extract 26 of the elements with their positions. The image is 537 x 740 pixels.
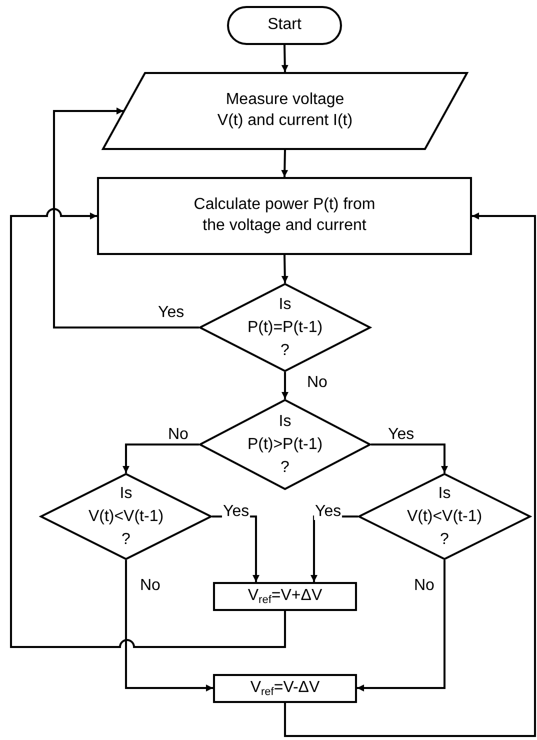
arrow (122, 444, 199, 473)
node-text: Start (268, 15, 302, 36)
arrow (371, 444, 448, 473)
arrow (281, 150, 288, 178)
arrow (10, 208, 286, 648)
node-text: Measure voltage V(t) and current I(t) (216, 90, 354, 131)
process-box (97, 177, 472, 255)
question-text: Is P(t)>P(t-1) ? (246, 412, 324, 478)
arrow (284, 212, 536, 737)
arrow (125, 560, 213, 692)
arrow (53, 108, 199, 328)
node-text: V$_{ref}$=V+ΔV (248, 586, 322, 607)
arrow (281, 44, 288, 72)
question-text: Is V(t)<V(t-1) ? (87, 484, 165, 550)
arrow (281, 254, 288, 284)
process-box (213, 582, 357, 611)
edge-label: Yes (222, 504, 250, 520)
question-text: Is V(t)<V(t-1) ? (406, 484, 484, 550)
start-terminal (227, 6, 342, 45)
node-text: V$_{ref}$=V-ΔV (250, 678, 320, 699)
arrow (282, 372, 288, 399)
node-text: Calculate power P(t) from the voltage and current (192, 195, 376, 236)
arrow (357, 560, 446, 692)
process-box (213, 674, 357, 703)
question-text: Is P(t)=P(t-1) ? (246, 294, 324, 362)
edge-label: Yes (314, 504, 342, 520)
